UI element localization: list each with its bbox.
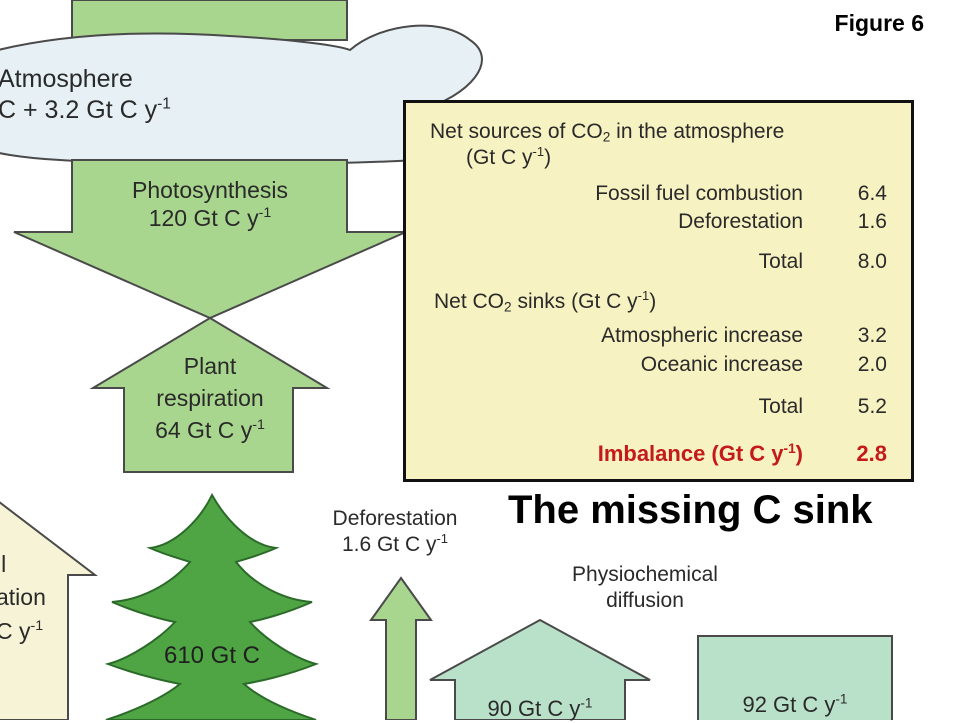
photosynthesis-arrow [13,159,407,320]
atmosphere-title: Atmosphere [0,65,133,93]
ocean-down-box [697,635,893,720]
deforestation-arrow [369,576,433,720]
plant-respiration-label: Plant respiration 64 Gt C y-1 [155,353,265,444]
tree-icon [104,492,320,720]
tree-label: 610 Gt C [163,642,261,669]
ocean-up-label: 90 Gt C y-1 [487,695,593,721]
soil-respiration-arrow [0,501,98,720]
ocean-up-arrow [429,618,651,720]
photosynthesis-label: Photosynthesis 120 Gt C y-1 [132,177,288,232]
figure-label: Figure 6 [834,10,924,36]
sources-title: Net sources of CO2 in the atmosphere (Gt… [430,120,785,170]
atmosphere-value: C + 3.2 Gt C y-1 [0,95,171,125]
ocean-down-label: 92 Gt C y-1 [742,691,848,717]
plant-respiration-arrow [89,316,331,473]
missing-sink-caption: The missing C sink [508,488,873,532]
soil-respiration-label: il ation C y-1 [0,551,46,644]
physiochemical-label: Physiochemical diffusion [572,563,718,612]
carbon-budget-panel: Net sources of CO2 in the atmosphere (Gt… [403,100,914,482]
imbalance-row: Imbalance (Gt C y-1) 2.8 [597,440,887,466]
deforestation-label: Deforestation 1.6 Gt C y-1 [332,507,458,556]
atmosphere-label: Atmosphere C + 3.2 Gt C y-1 [0,64,171,127]
sinks-title: Net CO2 sinks (Gt C y-1) [434,288,657,315]
